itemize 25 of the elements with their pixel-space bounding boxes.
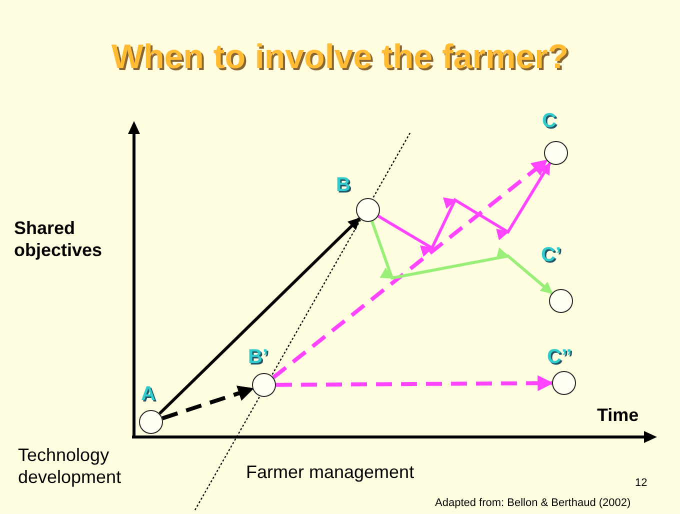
node-label: C’’ <box>547 346 572 369</box>
circle-node <box>252 373 276 397</box>
axis-label: 12 <box>635 477 648 490</box>
circle-node <box>544 141 568 165</box>
circle-node <box>549 289 573 313</box>
arrow <box>272 158 548 380</box>
arrow <box>162 386 254 420</box>
node-label: B <box>336 174 350 197</box>
arrow <box>158 217 360 415</box>
node-label: A <box>141 383 156 406</box>
axis-label: Adapted from: Bellon & Berthaud (2002) <box>435 497 631 510</box>
circle-node <box>552 371 576 395</box>
node-label: C’ <box>541 244 561 267</box>
arrow <box>276 375 554 392</box>
axis-label: Shared objectives <box>14 218 104 262</box>
axis-label: Time <box>597 405 639 427</box>
arrow <box>370 220 553 294</box>
node-label: B’ <box>248 346 268 369</box>
axis-label: Farmer management <box>246 462 414 484</box>
title: When to involve the farmer? <box>110 38 570 77</box>
node-label: C <box>542 110 556 133</box>
circle-node <box>356 198 380 222</box>
arrow <box>378 162 552 257</box>
circle-node <box>139 410 163 434</box>
axis-label: Technology development <box>18 445 122 488</box>
